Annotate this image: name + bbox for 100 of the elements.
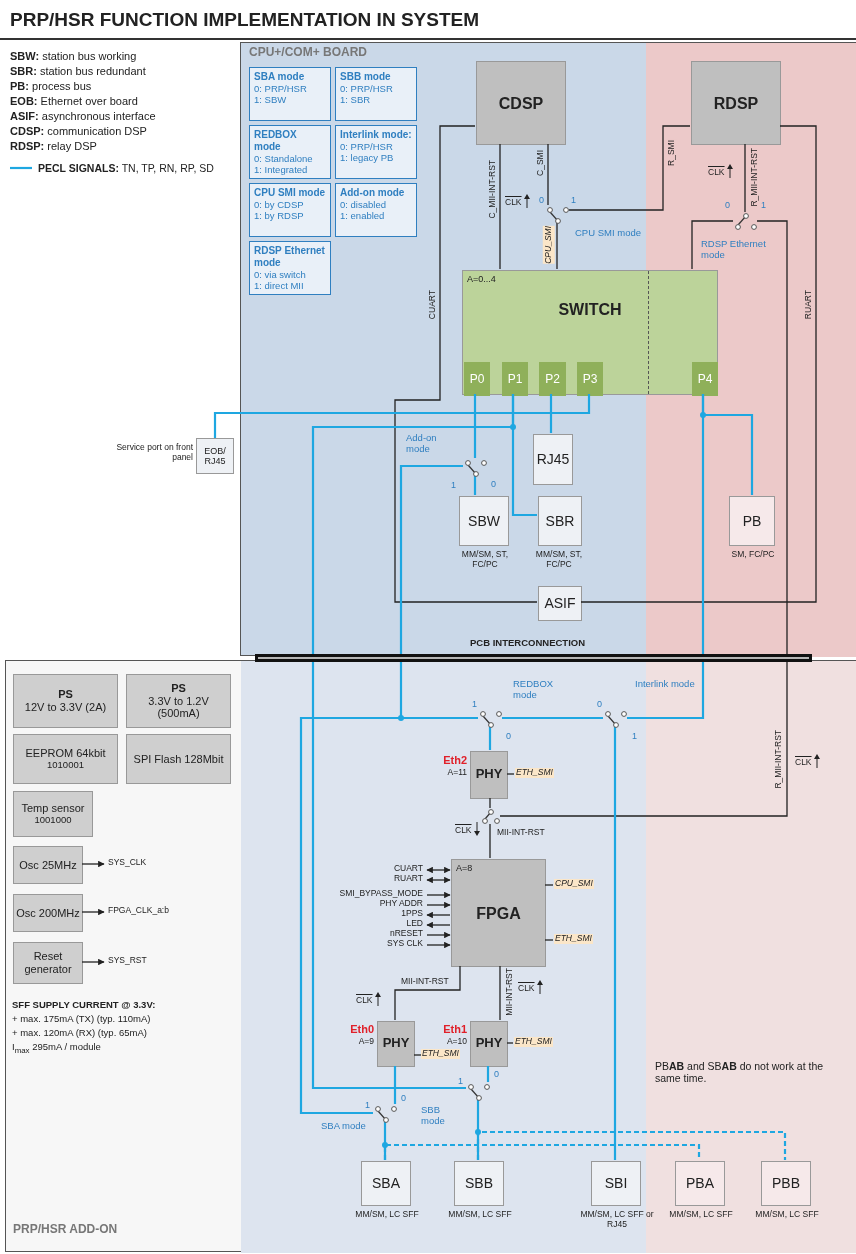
component-block: [13, 846, 83, 884]
signal-tag: ETH_SMI: [515, 768, 554, 778]
caption-label: Service port on front panel: [115, 443, 193, 463]
connector-line: [489, 823, 491, 859]
mode-option: 0: PRP/HSR 1: legacy PB: [340, 141, 397, 164]
settings-card: [249, 241, 331, 295]
caption-label: MM/SM, LC SFF: [754, 1210, 820, 1220]
connector-line: [426, 901, 451, 909]
connector-block: [533, 434, 573, 485]
board-title: PRP/HSR ADD-ON: [13, 1223, 118, 1237]
signal-tag: CPU_SMI: [554, 879, 594, 889]
connector-line: [547, 143, 549, 206]
chip-label: CDSP: [497, 95, 545, 114]
address-label: A=11: [446, 768, 467, 778]
component-block: [13, 791, 93, 837]
abbreviation-note: EOB: Ethernet over board: [10, 95, 138, 108]
component-block: [13, 674, 118, 728]
caption-label: MM/SM, ST, FC/PC: [460, 550, 510, 570]
edge-label: R_MII-INT-RST: [773, 730, 785, 789]
connector-line: [426, 876, 451, 884]
component-label: Reset generator: [23, 950, 73, 976]
interface-name: Eth1: [442, 1023, 467, 1036]
connector-line: [81, 908, 105, 916]
mode-heading: CPU SMI mode: [254, 187, 326, 199]
mode-heading: REDBOX mode: [254, 129, 298, 153]
signal-line: [488, 727, 492, 750]
settings-card: [249, 183, 331, 237]
connector-line: [413, 1054, 422, 1056]
switch-mode-label: SBA mode: [321, 1121, 367, 1132]
clock-signal-label: CLK: [356, 996, 373, 1006]
connector-label: PBB: [772, 1175, 800, 1192]
connector-line: [499, 143, 501, 270]
switch-port: [577, 362, 603, 396]
switch-port: [692, 362, 718, 396]
edge-label: PHY ADDR: [378, 899, 424, 909]
diagram-title: PRP/HSR FUNCTION IMPLEMENTATION IN SYSTEM: [10, 9, 480, 31]
switch-mode-label: Add-on mode: [406, 433, 438, 455]
component-block: [126, 734, 231, 784]
caption-label: MM/SM, ST, FC/PC: [534, 550, 584, 570]
edge-label: MII-INT-RST: [496, 828, 546, 838]
component-block: [13, 734, 118, 784]
settings-card: [249, 125, 331, 179]
edge-label: R_MII-INT-RST: [749, 148, 761, 207]
component-label: Osc 200MHz: [16, 906, 80, 920]
supply-note: SFF SUPPLY CURRENT @ 3.3V:: [12, 1000, 156, 1011]
connector-line: [394, 125, 538, 603]
abbreviation-note: CDSP: communication DSP: [10, 125, 147, 138]
component-block: [13, 942, 83, 984]
component-label: 1001000: [34, 814, 72, 826]
signal-line: [613, 727, 617, 1160]
address-label: A=10: [445, 1037, 467, 1047]
signal-tag: ETH_SMI: [514, 1037, 553, 1047]
mode-option: 0: PRP/HSR 1: SBW: [254, 83, 311, 106]
contact-number: 0: [401, 1093, 406, 1104]
connector-line: [568, 125, 691, 211]
signal-line: [311, 394, 515, 1090]
connector-line: [426, 921, 451, 929]
connector-line: [544, 884, 554, 886]
connector-label: SBW: [468, 512, 500, 530]
interconnection-label: PCB INTERCONNECTION: [470, 638, 586, 649]
contact-number: 1: [458, 1076, 463, 1087]
interface-name: Eth2: [442, 754, 467, 767]
connector-label: RJ45: [536, 451, 570, 468]
connector-label: SBI: [604, 1175, 628, 1192]
compatibility-note: PBAB and SBAB do not work at the same time.: [655, 1060, 825, 1085]
clock-signal-label: CLK: [505, 198, 522, 208]
connector-label: SBB: [465, 1175, 493, 1192]
circuit-board-area: [5, 660, 856, 1252]
signal-line: [473, 476, 477, 495]
address-label: A=9: [357, 1037, 374, 1047]
mode-option: 0: by CDSP 1: by RDSP: [254, 199, 309, 222]
component-label: EEPROM 64kbit: [25, 747, 106, 760]
abbreviation-note: PB: process bus: [10, 80, 92, 93]
switch-mode-label: Interlink mode: [635, 679, 696, 690]
component-label: PS: [171, 682, 186, 695]
edge-label: SYS CLK: [386, 939, 424, 949]
settings-card: [335, 183, 417, 237]
contact-number: 1: [761, 200, 766, 211]
mode-option: 0: via switch 1: direct MII: [254, 269, 311, 292]
clock-signal-label: CLK: [455, 826, 472, 836]
edge-label: R_SMI: [666, 140, 678, 166]
connector-line: [81, 860, 105, 868]
chip-label: RDSP: [712, 95, 760, 114]
edge-label: RUART: [392, 874, 424, 884]
connector-line: [691, 220, 734, 270]
component-label: 12V to 3.3V (2A): [24, 701, 107, 714]
chip-label: PHY: [474, 767, 504, 782]
connector-line: [426, 911, 451, 919]
legend-label: PECL SIGNALS: TN, TP, RN, RP, SD: [38, 162, 214, 175]
chip-label: PHY: [474, 1036, 504, 1051]
switch-label: SWITCH: [557, 301, 623, 320]
connector-label: SBA: [372, 1175, 400, 1192]
edge-label: 1PPS: [400, 909, 424, 919]
contact-number: 0: [506, 731, 511, 742]
connector-label: EOB/ RJ45: [203, 445, 227, 467]
caption-label: SM, FC/PC: [730, 550, 776, 560]
supply-note: + max. 175mA (TX) (typ. 110mA): [12, 1014, 151, 1025]
signal-line: [383, 1143, 701, 1160]
signal-line: [627, 394, 705, 720]
connector-line: [426, 941, 451, 949]
